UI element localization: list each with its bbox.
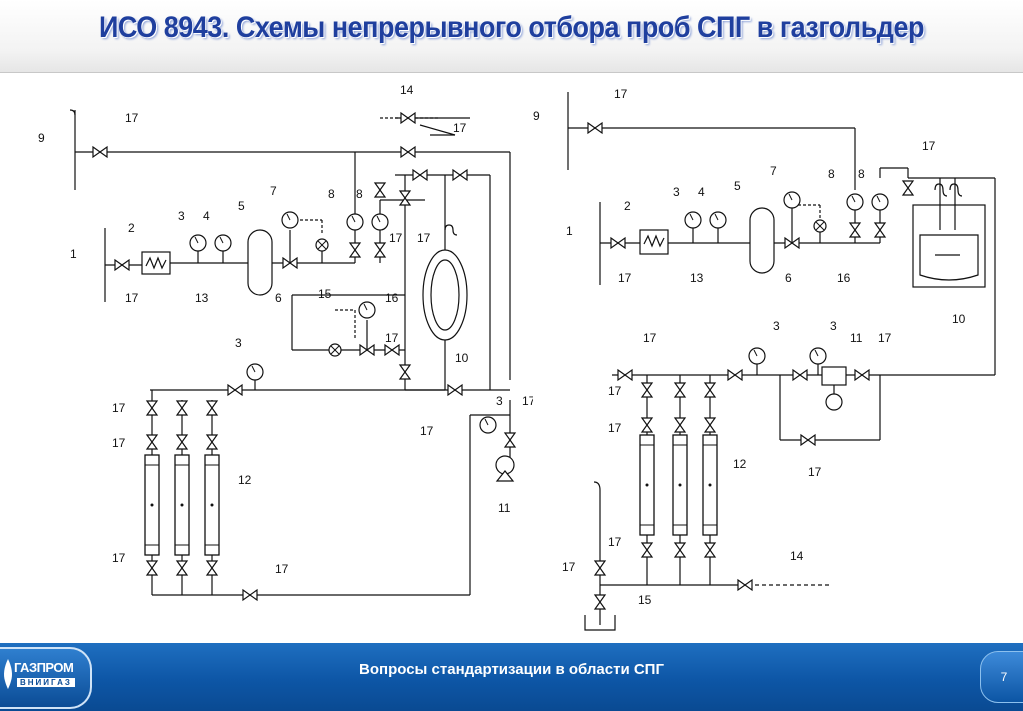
label-16: 16 bbox=[837, 271, 851, 285]
label-2: 2 bbox=[128, 221, 135, 235]
label-17: 17 bbox=[608, 421, 622, 435]
left-schematic bbox=[69, 109, 515, 596]
label-3: 3 bbox=[673, 185, 680, 199]
label-8: 8 bbox=[356, 187, 363, 201]
label-17: 17 bbox=[608, 384, 622, 398]
label-8: 8 bbox=[858, 167, 865, 181]
right-labels: 9 17 1 17 2 3 4 5 13 7 6 8 8 16 17 10 17… bbox=[533, 87, 966, 607]
label-17: 17 bbox=[125, 291, 139, 305]
label-14: 14 bbox=[400, 83, 414, 97]
label-13: 13 bbox=[195, 291, 209, 305]
footer-caption: Вопросы стандартизации в области СПГ bbox=[359, 661, 664, 678]
label-1: 1 bbox=[70, 247, 77, 261]
label-17: 17 bbox=[112, 436, 126, 450]
footer-bar: ГАЗПРОМ ВНИИГАЗ Вопросы стандартизации в… bbox=[0, 640, 1023, 711]
label-11: 11 bbox=[498, 501, 511, 515]
label-7: 7 bbox=[270, 184, 277, 198]
label-10: 10 bbox=[952, 312, 966, 326]
label-6: 6 bbox=[275, 291, 282, 305]
label-10: 10 bbox=[455, 351, 469, 365]
label-2: 2 bbox=[624, 199, 631, 213]
label-4: 4 bbox=[203, 209, 210, 223]
label-17: 17 bbox=[562, 560, 576, 574]
label-8: 8 bbox=[828, 167, 835, 181]
label-17: 17 bbox=[608, 535, 622, 549]
label-3: 3 bbox=[235, 336, 242, 350]
label-14: 14 bbox=[790, 549, 804, 563]
label-8: 8 bbox=[328, 187, 335, 201]
label-17: 17 bbox=[522, 394, 536, 408]
label-5: 5 bbox=[238, 199, 245, 213]
label-12: 12 bbox=[733, 457, 747, 471]
label-17: 17 bbox=[389, 231, 403, 245]
label-17: 17 bbox=[878, 331, 892, 345]
label-5: 5 bbox=[734, 179, 741, 193]
label-3: 3 bbox=[830, 319, 837, 333]
label-1: 1 bbox=[566, 224, 573, 238]
label-13: 13 bbox=[690, 271, 704, 285]
label-16: 16 bbox=[385, 291, 399, 305]
label-9: 9 bbox=[533, 109, 540, 123]
page-number: 7 bbox=[980, 651, 1023, 703]
label-3: 3 bbox=[496, 394, 503, 408]
label-17: 17 bbox=[125, 111, 139, 125]
label-3: 3 bbox=[178, 209, 185, 223]
left-symbols bbox=[92, 112, 516, 601]
label-15: 15 bbox=[318, 287, 332, 301]
label-17: 17 bbox=[453, 121, 467, 135]
label-17: 17 bbox=[417, 231, 431, 245]
logo-bottom-text: ВНИИГАЗ bbox=[17, 678, 75, 687]
slide-title: ИСО 8943. Схемы непрерывного отбора проб… bbox=[99, 10, 924, 44]
label-15: 15 bbox=[638, 593, 652, 607]
flame-icon bbox=[4, 659, 12, 689]
label-11: 11 bbox=[850, 331, 863, 345]
label-17: 17 bbox=[385, 331, 399, 345]
title-bar: ИСО 8943. Схемы непрерывного отбора проб… bbox=[0, 0, 1023, 73]
logo-top-text: ГАЗПРОМ bbox=[14, 660, 74, 675]
label-17: 17 bbox=[614, 87, 628, 101]
label-4: 4 bbox=[698, 185, 705, 199]
left-labels: 9 1 17 17 2 3 4 5 13 7 6 8 8 17 17 14 17… bbox=[38, 83, 536, 576]
label-17: 17 bbox=[112, 401, 126, 415]
label-12: 12 bbox=[238, 473, 252, 487]
label-3: 3 bbox=[773, 319, 780, 333]
label-17: 17 bbox=[643, 331, 657, 345]
label-6: 6 bbox=[785, 271, 792, 285]
label-7: 7 bbox=[770, 164, 777, 178]
label-17: 17 bbox=[112, 551, 126, 565]
diagram-area: 9 1 17 17 2 3 4 5 13 7 6 8 8 17 17 14 17… bbox=[0, 80, 1023, 640]
label-9: 9 bbox=[38, 131, 45, 145]
label-17: 17 bbox=[922, 139, 936, 153]
label-17: 17 bbox=[618, 271, 632, 285]
schematics-svg: 9 1 17 17 2 3 4 5 13 7 6 8 8 17 17 14 17… bbox=[38, 83, 996, 636]
label-17: 17 bbox=[420, 424, 434, 438]
label-17: 17 bbox=[808, 465, 822, 479]
label-17: 17 bbox=[275, 562, 289, 576]
gazprom-vniigaz-logo: ГАЗПРОМ ВНИИГАЗ bbox=[0, 647, 92, 709]
